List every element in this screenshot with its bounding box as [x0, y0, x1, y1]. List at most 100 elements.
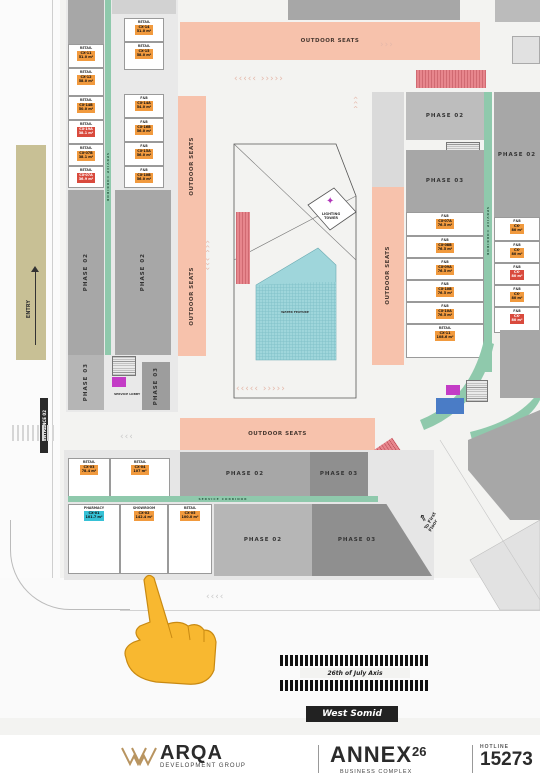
phase-03-south-a: PHASE 03 — [310, 452, 368, 496]
arqa-logo-icon — [121, 747, 157, 767]
parking-strip — [16, 145, 46, 360]
service-corridor-west: SERVICE CORRIDOR — [105, 0, 111, 355]
sparkle-icon: ✦ — [326, 196, 335, 207]
arrow-icon: ‹‹‹ — [350, 96, 360, 110]
ramp-top-east — [416, 70, 486, 88]
pavilion-diagonal — [233, 143, 357, 261]
service-room-east — [436, 398, 464, 414]
phase-02-west-b: PHASE 02 — [115, 190, 171, 355]
phase-02-east-top: PHASE 02 — [406, 92, 484, 140]
road-axis-label-box: 26th of July Axis — [300, 668, 410, 678]
pointing-hand-icon — [124, 574, 217, 685]
street-edge-line — [52, 0, 53, 640]
arrow-icon: ‹‹‹‹ — [206, 592, 225, 602]
west-somid-label: West Somid — [322, 709, 382, 719]
east-curve-edge — [439, 439, 540, 601]
hotline-number[interactable]: 15273 — [480, 749, 533, 770]
arrow-icon: ››› — [380, 40, 394, 50]
outdoor-seats-south: OUTDOOR SEATS — [180, 418, 375, 450]
outdoor-seats-west-a: OUTDOOR SEATS — [178, 96, 206, 236]
outdoor-seats-west-b: OUTDOOR SEATS — [178, 236, 206, 356]
elevator-east — [446, 385, 460, 395]
project-name: ANNEX — [330, 742, 413, 767]
footer-divider-2 — [472, 745, 473, 773]
stair-west — [112, 356, 136, 376]
developer-name: ARQA — [160, 742, 223, 764]
developer-subtitle: DEVELOPMENT GROUP — [160, 763, 246, 769]
elevator-west — [112, 377, 126, 387]
road-axis-arrows-2 — [280, 680, 430, 691]
annex-logo-text: ANNEX26 BUSINESS COMPLEX — [330, 742, 426, 775]
hotline-block: HOTLINE 15273 — [480, 744, 533, 770]
water-feature-label: WATER FEATURE — [281, 310, 309, 314]
west-somid-sign: West Somid — [306, 706, 398, 722]
east-curved-corridor — [420, 340, 494, 430]
phase-02-east-right: PHASE 02 — [494, 92, 540, 217]
project-number: 26 — [412, 744, 427, 759]
arrow-icon: ‹‹‹ ››› — [202, 240, 212, 272]
phase-03-west: PHASE 03 — [68, 355, 104, 410]
road-axis-label: 26th of July Axis — [327, 669, 383, 677]
service-corridor-south: SERVICE CORRIDOR — [68, 496, 378, 502]
top-right-phase-block — [495, 0, 540, 22]
phase-02-south-b: PHASE 02 — [214, 504, 312, 576]
footer — [0, 735, 540, 780]
plaza-ramp-stripes — [236, 212, 250, 284]
phase-block-east-lower — [468, 410, 540, 520]
project-subtitle: BUSINESS COMPLEX — [340, 769, 413, 775]
footer-divider — [318, 745, 319, 773]
central-pavilion-outline — [233, 143, 357, 399]
lighting-tower-label: LIGHTING TOWER — [321, 212, 341, 220]
phase-03-east: PHASE 03 — [406, 150, 484, 212]
annex-logo-word: ANNEX26 — [330, 742, 426, 769]
arrow-icon: ‹‹‹‹‹ ››››› — [236, 384, 286, 394]
phase-02-south-a: PHASE 02 — [180, 452, 310, 496]
east-curved-corridor-2 — [470, 390, 540, 440]
road-line — [120, 610, 540, 611]
west-phase-top — [68, 0, 104, 44]
arqa-logo-text: ARQA DEVELOPMENT GROUP — [160, 743, 246, 769]
entry-arrow-icon — [31, 266, 39, 272]
outdoor-seats-top: OUTDOOR SEATS — [180, 22, 480, 60]
stair-east-lower — [466, 380, 488, 402]
bottom-right-ramp — [469, 519, 540, 611]
hotline-label: HOTLINE — [480, 744, 509, 750]
arrow-icon: ‹‹‹ — [120, 432, 134, 442]
service-corridor-east: SERVICE CORRIDOR — [484, 92, 492, 372]
service-lobby-label: SERVICE LOBBY — [114, 392, 141, 396]
crosswalk — [12, 425, 54, 441]
top-phase-block — [288, 0, 460, 20]
phase-block-east-right — [500, 330, 540, 398]
east-entry-block — [372, 92, 404, 187]
phase-03-west-small: PHASE 03 — [142, 362, 170, 410]
water-feature-texture — [256, 282, 336, 360]
entry-arrow-line — [35, 270, 36, 345]
